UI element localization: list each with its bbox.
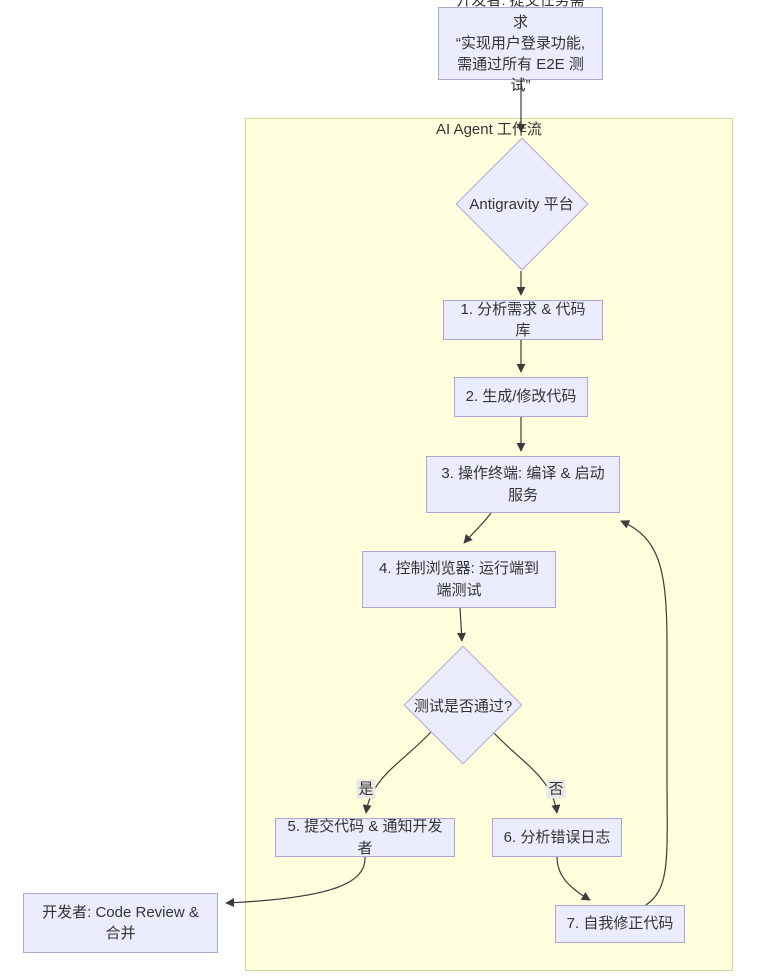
edge-decision-no-to-step6 — [492, 731, 561, 814]
node-step1-analyze-requirements: 1. 分析需求 & 代码库 — [443, 300, 603, 340]
node-antigravity-platform: Antigravity 平台 — [455, 137, 588, 270]
node-developer-review: 开发者: Code Review & 合并 — [23, 893, 218, 953]
edge-step5-to-review — [225, 856, 366, 908]
node-step2-generate-code: 2. 生成/修改代码 — [454, 377, 588, 417]
cluster-title: AI Agent 工作流 — [436, 121, 542, 138]
node-step4-browser-e2e: 4. 控制浏览器: 运行端到端测试 — [362, 551, 556, 608]
node-test-pass-decision: 测试是否通过? — [403, 645, 523, 765]
node-step5-commit-notify: 5. 提交代码 & 通知开发者 — [275, 818, 455, 857]
node-step6-analyze-errors: 6. 分析错误日志 — [492, 818, 622, 857]
edge-step4-to-decision — [457, 607, 467, 642]
edge-step7-loop-to-step3 — [620, 520, 668, 906]
node-step3-terminal-build: 3. 操作终端: 编译 & 启动服务 — [426, 456, 620, 513]
edge-step3-to-step4 — [463, 512, 492, 544]
edge-step6-to-step7 — [556, 856, 591, 901]
edge-label-yes: 是 — [356, 779, 376, 799]
edge-decision-yes-to-step5 — [362, 731, 432, 814]
node-step7-self-correct: 7. 自我修正代码 — [555, 905, 685, 943]
diamond-label: Antigravity 平台 — [469, 196, 574, 213]
edge-label-no: 否 — [546, 779, 566, 799]
node-developer-request: 开发者: 提交任务需求 “实现用户登录功能, 需通过所有 E2E 测试” — [438, 0, 603, 94]
diamond-label: 测试是否通过? — [413, 697, 513, 715]
